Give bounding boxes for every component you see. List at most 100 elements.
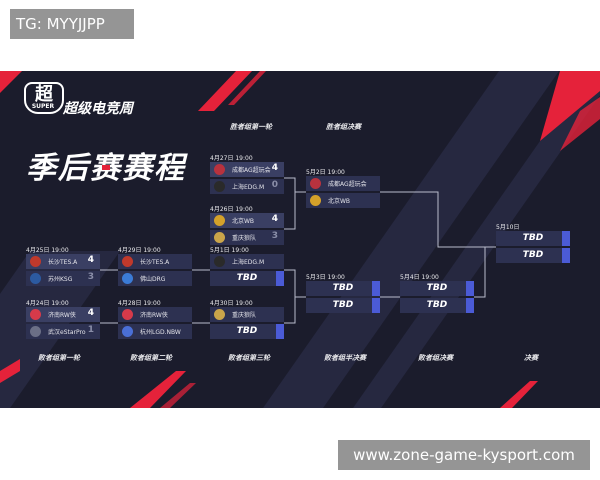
red-slash xyxy=(198,71,252,111)
team-score: 4 xyxy=(271,163,278,173)
rw-team-logo-icon xyxy=(30,309,41,320)
match-card-final[interactable]: TBD TBD xyxy=(496,231,570,263)
team-name: 济南RW侠 xyxy=(140,312,168,319)
team-name: TBD xyxy=(522,233,544,243)
match-date: 5月10日 xyxy=(496,224,520,231)
bracket-connector-line xyxy=(284,191,306,230)
super-logo-text: SUPER xyxy=(31,103,55,110)
match-date: 4月27日 19:00 xyxy=(210,155,253,162)
match-card-lf[interactable]: TBD TBD xyxy=(400,281,474,313)
match-date: 5月3日 19:00 xyxy=(306,274,345,281)
match-date: 4月28日 19:00 xyxy=(118,300,161,307)
team-score: 3 xyxy=(271,231,278,241)
team-row-tbd: TBD xyxy=(306,298,380,313)
team-name: 成都AG超玩会 xyxy=(232,167,271,174)
team-row: 苏州KSG 3 xyxy=(26,271,100,286)
round-label-losers-r3: 败者组第三轮 xyxy=(228,354,270,362)
team-name: TBD xyxy=(522,250,544,260)
match-date: 4月25日 19:00 xyxy=(26,247,69,254)
team-row: 佛山DRG xyxy=(118,271,192,286)
title-accent xyxy=(102,165,110,170)
team-name: TBD xyxy=(236,273,258,283)
team-row: 重庆狼队 xyxy=(210,307,284,322)
drg-team-logo-icon xyxy=(122,273,133,284)
watermark-top: TG: MYYJJPP xyxy=(10,9,134,39)
match-card-semi[interactable]: TBD TBD xyxy=(306,281,380,313)
estar-team-logo-icon xyxy=(30,326,41,337)
bracket-connector-line xyxy=(474,246,496,298)
team-name: 武汉eStarPro xyxy=(48,329,86,336)
match-card-l3b[interactable]: 重庆狼队 TBD xyxy=(210,307,284,339)
rw-team-logo-icon xyxy=(122,309,133,320)
match-card-l1a[interactable]: 长沙TES.A 4 苏州KSG 3 xyxy=(26,254,100,286)
match-card-l3a[interactable]: 上海EDG.M TBD xyxy=(210,254,284,286)
match-date: 5月2日 19:00 xyxy=(306,169,345,176)
team-row-tbd: TBD xyxy=(210,271,284,286)
red-slash xyxy=(500,381,538,408)
red-accent-shapes xyxy=(0,71,600,408)
team-row: 上海EDG.M xyxy=(210,254,284,269)
match-card-l2b[interactable]: 济南RW侠杭州LGD.NBW xyxy=(118,307,192,339)
match-date: 5月1日 19:00 xyxy=(210,247,249,254)
match-date: 4月26日 19:00 xyxy=(210,206,253,213)
super-logo-badge: 超 xyxy=(24,82,64,114)
round-label-winners-final: 胜者组决赛 xyxy=(326,123,361,131)
team-score: 3 xyxy=(87,272,94,282)
team-name: TBD xyxy=(332,300,354,310)
team-name: 佛山DRG xyxy=(140,276,166,283)
team-name: TBD xyxy=(426,283,448,293)
team-name: 北京WB xyxy=(328,198,351,205)
team-name: TBD xyxy=(332,283,354,293)
bracket-connectors xyxy=(100,177,496,324)
bracket-connector-line xyxy=(284,269,306,298)
red-slash xyxy=(130,371,186,408)
edg-team-logo-icon xyxy=(214,181,225,192)
team-score: 0 xyxy=(271,180,278,190)
team-name: 北京WB xyxy=(232,218,255,225)
team-name: 长沙TES.A xyxy=(48,259,78,266)
edg-team-logo-icon xyxy=(214,256,225,267)
team-score: 4 xyxy=(87,255,94,265)
ag-team-logo-icon xyxy=(310,178,321,189)
team-row: 济南RW侠 4 xyxy=(26,307,100,322)
bracket-connector-line xyxy=(284,296,306,324)
red-slash xyxy=(0,359,20,383)
team-name: 上海EDG.M xyxy=(232,259,265,266)
wolves-team-logo-icon xyxy=(214,309,225,320)
round-label-losers-semi: 败者组半决赛 xyxy=(324,354,366,362)
red-slash xyxy=(560,97,600,151)
team-score: 4 xyxy=(271,214,278,224)
tes-team-logo-icon xyxy=(122,256,133,267)
lgd-team-logo-icon xyxy=(122,326,133,337)
wolves-team-logo-icon xyxy=(214,232,225,243)
round-label-losers-r1: 败者组第一轮 xyxy=(38,354,80,362)
team-row-tbd: TBD xyxy=(400,281,474,296)
team-name: 上海EDG.M xyxy=(232,184,265,191)
team-row-tbd: TBD xyxy=(496,248,570,263)
team-score: 4 xyxy=(87,308,94,318)
team-name: 成都AG超玩会 xyxy=(328,181,367,188)
match-date: 5月4日 19:00 xyxy=(400,274,439,281)
team-name: TBD xyxy=(236,326,258,336)
team-name: TBD xyxy=(426,300,448,310)
wb-team-logo-icon xyxy=(310,195,321,206)
team-name: 苏州KSG xyxy=(48,276,73,283)
team-name: 重庆狼队 xyxy=(232,312,257,319)
team-score: 1 xyxy=(87,325,94,335)
team-row: 北京WB xyxy=(306,193,380,208)
team-name: 济南RW侠 xyxy=(48,312,76,319)
brand-name: 超级电竞周 xyxy=(63,101,133,117)
match-date: 4月29日 19:00 xyxy=(118,247,161,254)
match-card-wf[interactable]: 成都AG超玩会北京WB xyxy=(306,176,380,208)
round-label-final: 决赛 xyxy=(524,354,538,362)
round-label-winners-r1: 胜者组第一轮 xyxy=(230,123,272,131)
team-row-tbd: TBD xyxy=(306,281,380,296)
bracket-connector-line xyxy=(380,191,496,248)
